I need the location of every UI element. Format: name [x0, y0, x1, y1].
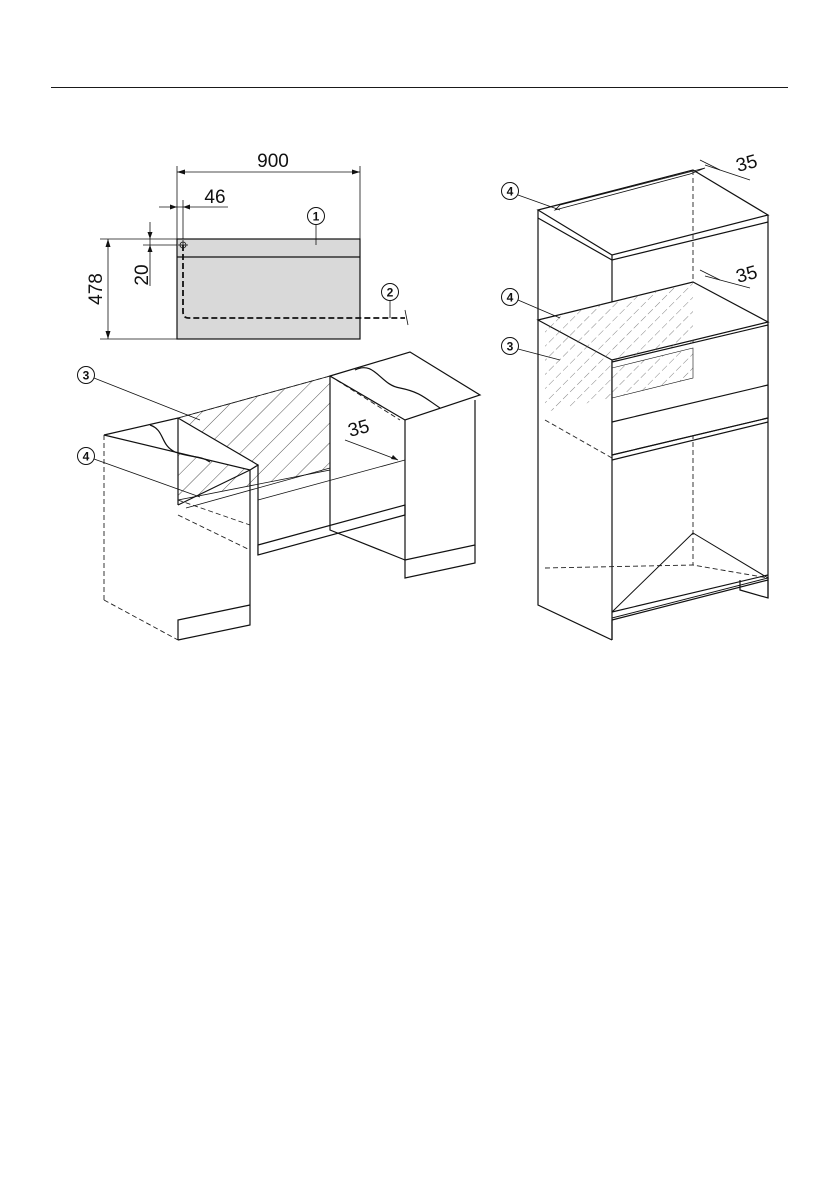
callout-3-tall-label: 3 [507, 340, 514, 354]
base-unit-drawing: 35 3 4 [78, 352, 481, 640]
tall-top [538, 170, 768, 255]
callout-1-label: 1 [313, 210, 320, 224]
dim-35-tall-top-label: 35 [734, 151, 760, 177]
callout-4-tall-mid-label: 4 [507, 291, 514, 305]
callout-2-label: 2 [387, 286, 394, 300]
dim-478-label: 478 [86, 273, 107, 305]
callout-4-base-label: 4 [83, 450, 90, 464]
callout-4-tall-top-label: 4 [507, 185, 514, 199]
dim-46-label: 46 [204, 187, 225, 208]
appliance-front-panel [177, 239, 360, 339]
dim-35-base-label: 35 [346, 416, 372, 442]
front-view: 900 46 478 20 1 2 [86, 151, 408, 339]
callout-3-base-label: 3 [83, 369, 90, 383]
right-worktop [330, 352, 480, 420]
tall-unit-drawing: 35 35 4 4 3 [502, 151, 769, 640]
dim-20-label: 20 [132, 264, 153, 285]
dim-900-label: 900 [257, 151, 289, 172]
dim-35-tall-mid-label: 35 [734, 262, 760, 288]
